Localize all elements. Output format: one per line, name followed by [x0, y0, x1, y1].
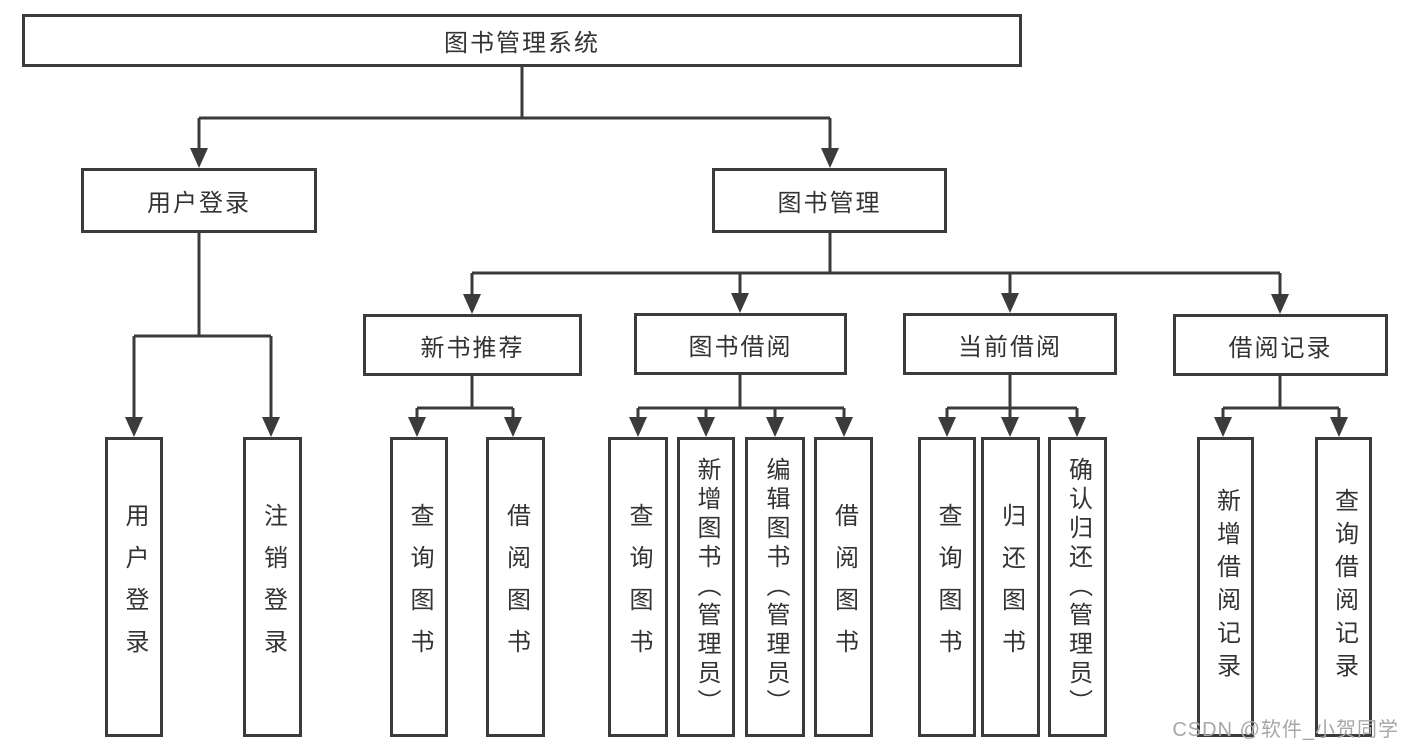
connector-current	[945, 375, 1079, 419]
arrowhead-icon	[835, 417, 853, 437]
arrowhead-icon	[1001, 417, 1019, 437]
arrowhead-icon	[463, 294, 481, 314]
arrowhead-icon	[1068, 417, 1086, 437]
node-label: 借阅记录	[1228, 334, 1333, 362]
connector-borrow	[636, 375, 846, 419]
leaf-label: 确认归还（管理员）	[1064, 456, 1092, 718]
leaf-label: 借阅图书	[502, 503, 530, 671]
arrowhead-icon	[1001, 293, 1019, 313]
leaf-edit-books-admin: 编辑图书（管理员）	[745, 437, 805, 737]
arrowhead-icon	[731, 293, 749, 313]
leaf-return-books: 归还图书	[981, 437, 1040, 737]
leaf-label: 查询图书	[934, 503, 961, 671]
node-borrowing-records: 借阅记录	[1173, 314, 1388, 376]
arrowhead-icon	[1271, 294, 1289, 314]
leaf-label: 归还图书	[997, 503, 1025, 671]
leaf-label: 新增图书（管理员）	[693, 456, 720, 718]
leaf-label: 查询借阅记录	[1330, 488, 1358, 686]
connector-user-login	[132, 233, 273, 418]
arrowhead-icon	[766, 417, 784, 437]
node-new-book-recommend: 新书推荐	[363, 314, 582, 376]
leaf-label: 注销登录	[259, 503, 287, 671]
leaf-label: 编辑图书（管理员）	[762, 456, 789, 718]
leaf-borrow-books-recommend: 借阅图书	[486, 437, 545, 737]
connector-root	[197, 67, 832, 149]
leaf-borrow-books: 借阅图书	[814, 437, 873, 737]
node-library-management-system: 图书管理系统	[22, 14, 1022, 67]
connector-new-rec	[415, 376, 515, 419]
arrowhead-icon	[938, 417, 956, 437]
leaf-add-borrow-record: 新增借阅记录	[1197, 437, 1254, 737]
csdn-watermark: CSDN @软件_小贺同学	[1172, 719, 1399, 741]
connector-book-mgmt	[470, 233, 1282, 295]
arrowhead-icon	[408, 417, 426, 437]
leaf-add-books-admin: 新增图书（管理员）	[677, 437, 735, 737]
node-user-login: 用户登录	[81, 168, 317, 233]
node-label: 图书管理	[777, 190, 882, 217]
arrowhead-icon	[697, 417, 715, 437]
node-book-management: 图书管理	[712, 168, 947, 233]
leaf-query-books-recommend: 查询图书	[390, 437, 448, 737]
leaf-label: 新增借阅记录	[1212, 488, 1240, 686]
leaf-query-books-current: 查询图书	[918, 437, 976, 737]
leaf-logout: 注销登录	[243, 437, 302, 737]
leaf-query-borrow-record: 查询借阅记录	[1315, 437, 1372, 737]
arrowhead-icon	[504, 417, 522, 437]
arrowhead-icon	[190, 148, 208, 168]
node-current-borrowing: 当前借阅	[903, 313, 1117, 375]
leaf-label: 查询图书	[406, 503, 433, 671]
connector-record	[1221, 376, 1341, 419]
node-label: 新书推荐	[420, 334, 525, 362]
arrowhead-icon	[1330, 417, 1348, 437]
arrowhead-icon	[629, 417, 647, 437]
leaf-label: 用户登录	[121, 503, 148, 671]
node-label: 当前借阅	[958, 333, 1062, 361]
node-label: 图书管理系统	[444, 30, 600, 57]
arrowhead-icon	[1214, 417, 1232, 437]
arrowhead-icon	[821, 148, 839, 168]
node-label: 图书借阅	[688, 333, 793, 361]
leaf-user-login: 用户登录	[105, 437, 163, 737]
arrowhead-icon	[262, 417, 280, 437]
leaf-query-books-borrowing: 查询图书	[608, 437, 668, 737]
node-book-borrowing: 图书借阅	[634, 313, 847, 375]
arrowhead-icon	[125, 417, 143, 437]
leaf-label: 查询图书	[625, 503, 652, 671]
leaf-label: 借阅图书	[830, 503, 858, 671]
leaf-confirm-return-admin: 确认归还（管理员）	[1048, 437, 1107, 737]
node-label: 用户登录	[147, 190, 251, 217]
